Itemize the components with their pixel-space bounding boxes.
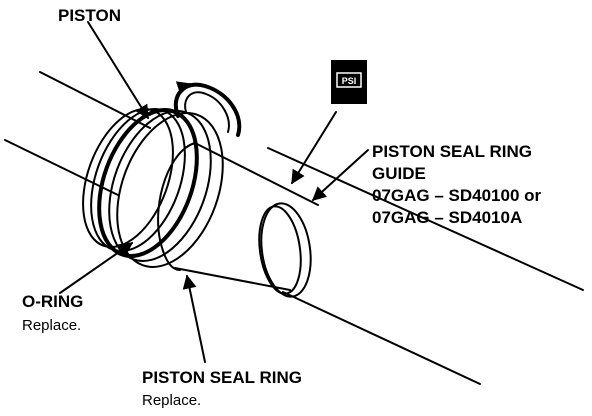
- guide-part-number-1: 07GAG – SD40100 or: [372, 186, 542, 205]
- piston-label: PISTON: [58, 6, 121, 25]
- piston: [82, 107, 224, 268]
- guide-label-line1: PISTON SEAL RING: [372, 142, 532, 161]
- seal-ring-label: PISTON SEAL RING: [142, 368, 302, 387]
- piston-seal-ring-guide: [157, 142, 319, 298]
- guide-part-number-2: 07GAG – SD4010A: [372, 208, 522, 227]
- guide-label-line2: GUIDE: [372, 164, 426, 183]
- piston-seal-ring: [173, 82, 242, 137]
- o-ring-label: O-RING: [22, 292, 83, 311]
- leader-lines: [59, 21, 369, 363]
- o-ring-note: Replace.: [22, 317, 81, 334]
- curved-arrow-icon: [175, 81, 192, 115]
- seal-ring-note: Replace.: [142, 392, 201, 409]
- special-tool-icon: PSI: [331, 60, 367, 104]
- svg-text:PSI: PSI: [342, 76, 357, 86]
